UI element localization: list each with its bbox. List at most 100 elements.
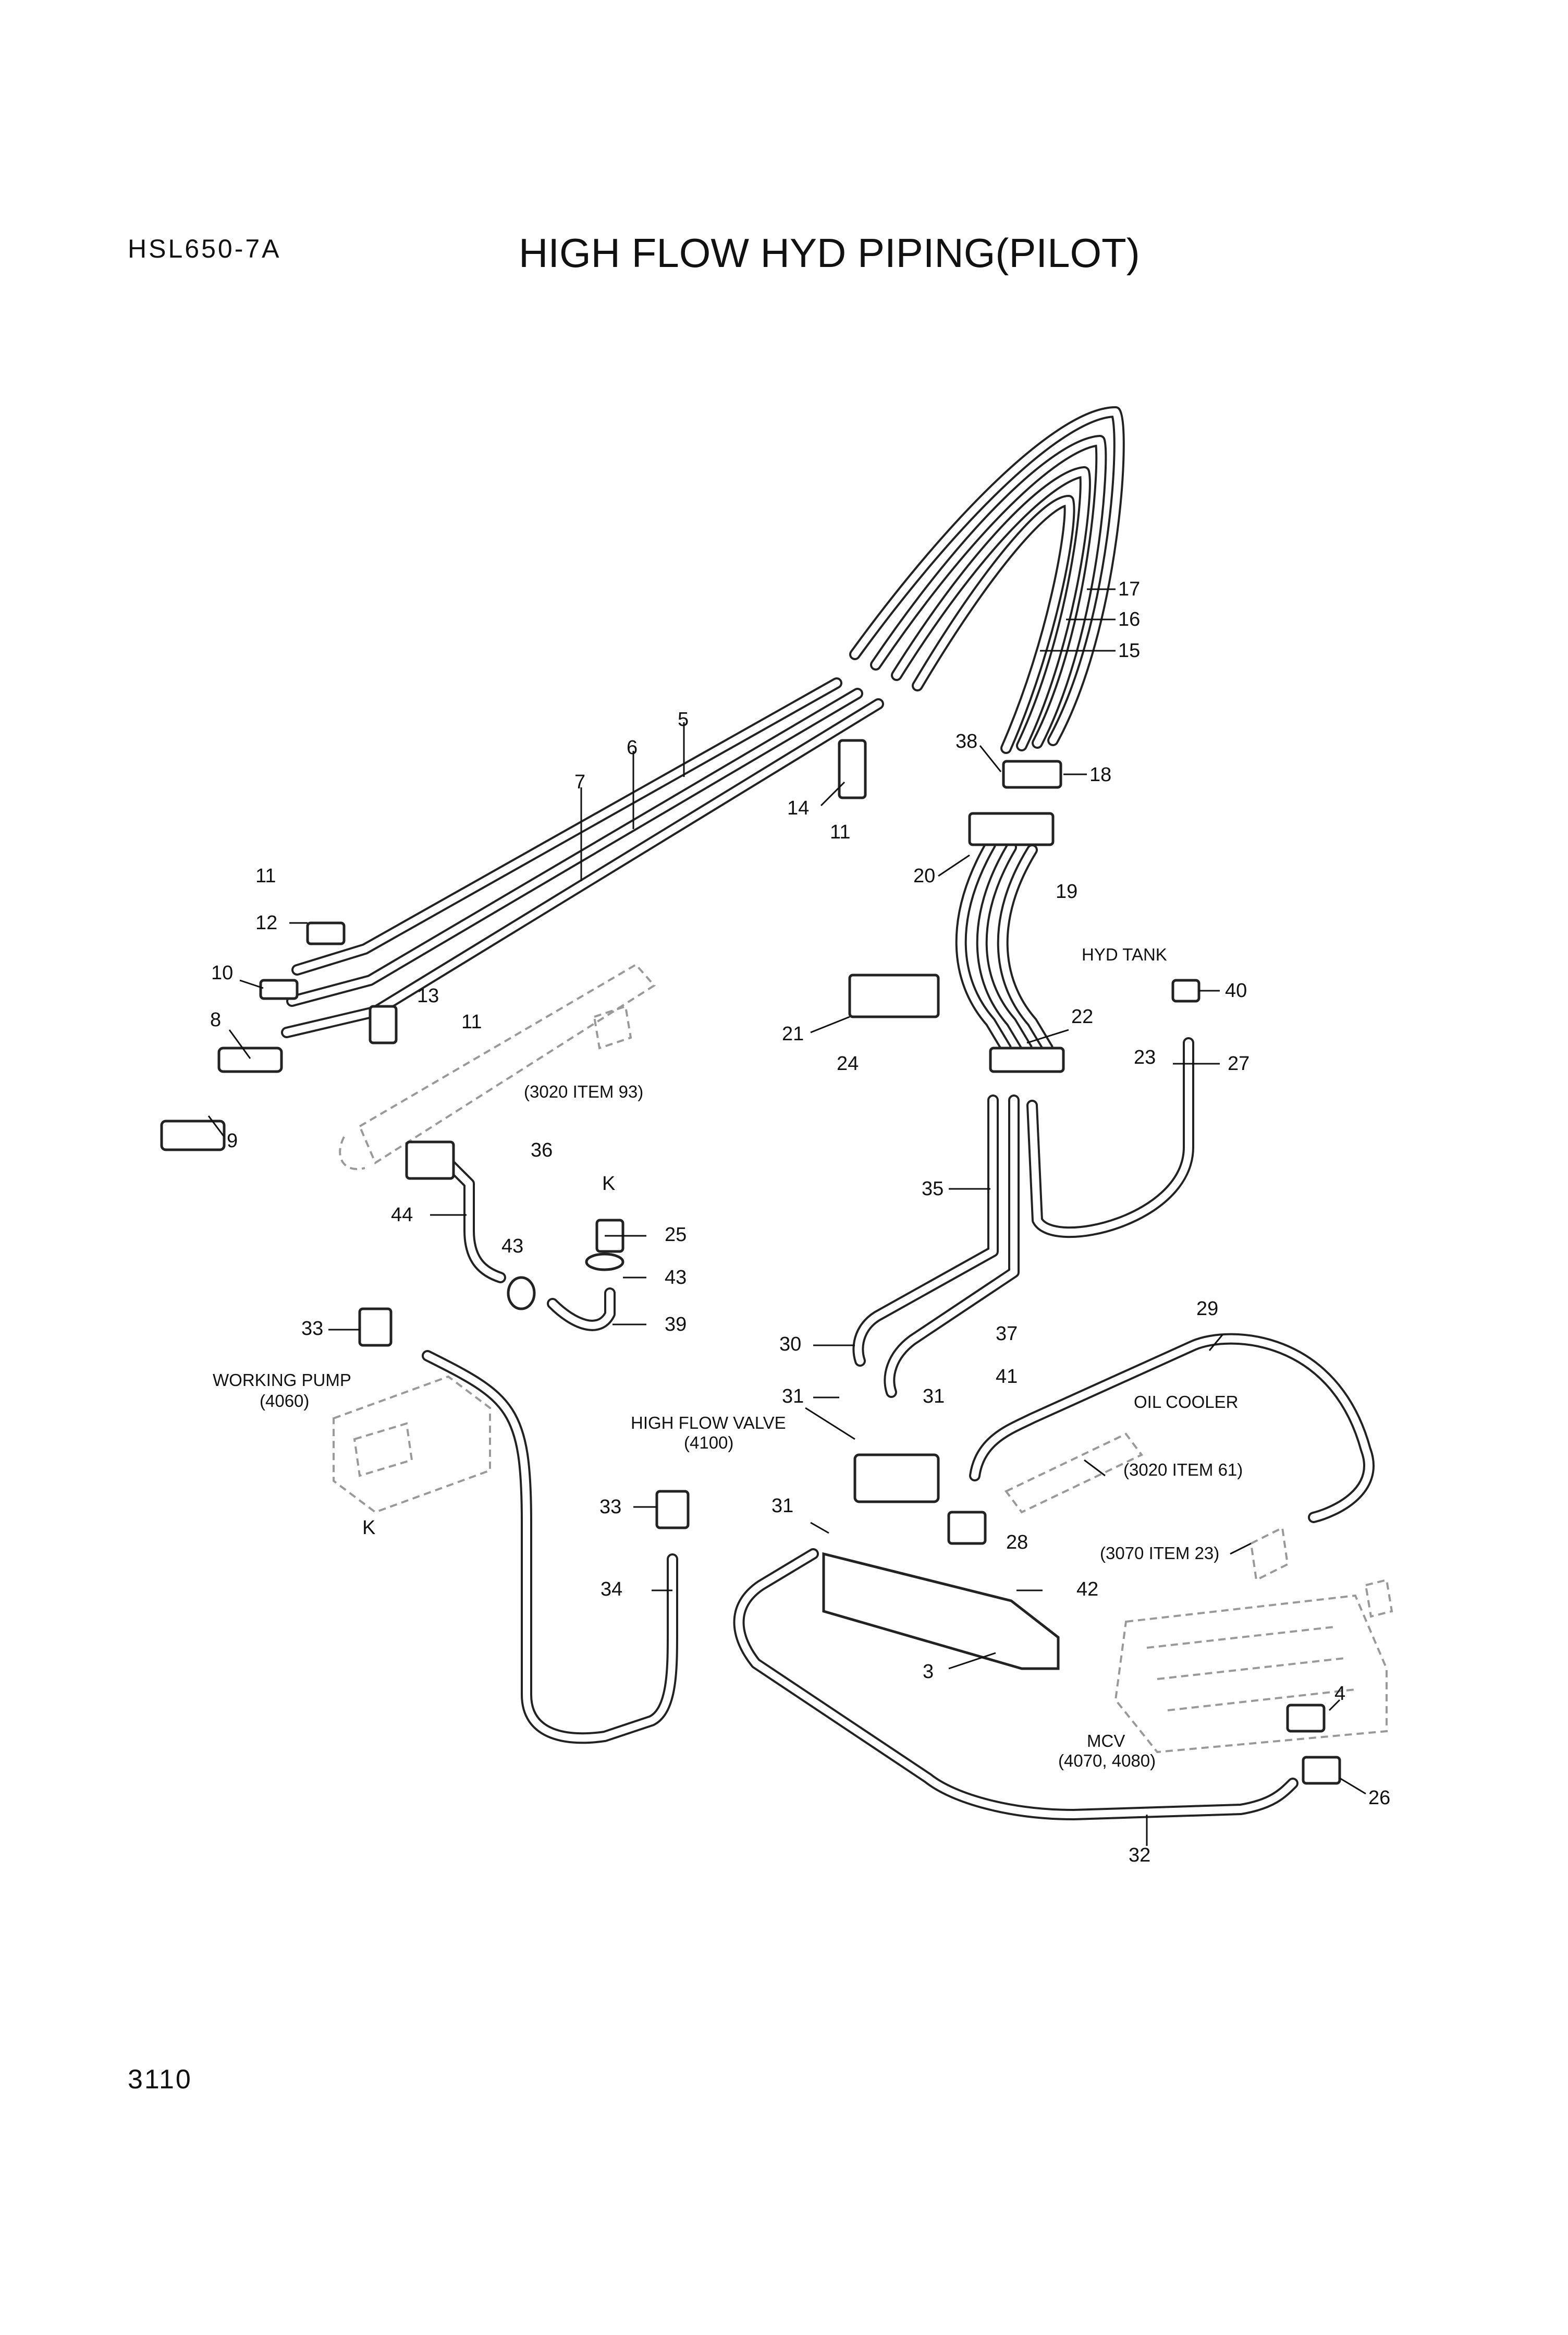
callout-38: 38 [956, 731, 977, 752]
callout-34: 34 [601, 1578, 622, 1600]
hoses-27-35 [852, 1037, 1194, 1398]
flange-44 [405, 1140, 455, 1180]
callout-8: 8 [210, 1009, 221, 1031]
fitting-4 [1286, 1704, 1326, 1733]
callout-31-lower: 31 [771, 1495, 793, 1517]
page-title: HIGH FLOW HYD PIPING(PILOT) [519, 230, 1140, 276]
callout-10: 10 [211, 962, 233, 984]
pilot-block-20 [968, 812, 1055, 846]
callout-K-lower: K [362, 1517, 375, 1539]
callout-23: 23 [1134, 1047, 1156, 1068]
callout-numbers: 17 16 15 5 6 7 38 18 14 11 11 12 20 19 1… [210, 578, 1390, 1866]
callout-21: 21 [782, 1023, 804, 1045]
callout-28: 28 [1006, 1531, 1028, 1553]
label-working-pump-code: (4060) [260, 1391, 309, 1410]
label-mcv: MCV [1087, 1731, 1125, 1750]
callout-43-right: 43 [665, 1267, 687, 1288]
callout-22: 22 [1071, 1006, 1093, 1028]
bracket-21 [848, 974, 940, 1018]
callout-30: 30 [779, 1333, 801, 1355]
callout-19: 19 [1056, 881, 1077, 903]
label-3020-item-93: (3020 ITEM 93) [524, 1082, 643, 1101]
pilot-lines-20 [955, 839, 1054, 1054]
clamp-13 [369, 1005, 398, 1044]
block-22 [989, 1047, 1065, 1073]
clamp-14 [838, 739, 867, 799]
callout-36: 36 [531, 1139, 553, 1161]
model-code: HSL650-7A [128, 234, 281, 263]
callout-7: 7 [574, 771, 585, 793]
callout-11-upper: 11 [830, 821, 850, 843]
hose-29 [969, 1333, 1375, 1523]
label-3070-item-23: (3070 ITEM 23) [1100, 1543, 1219, 1563]
hose-34 [422, 1350, 678, 1744]
callout-14: 14 [787, 797, 809, 819]
adapter-8 [217, 1047, 283, 1073]
hose-bundle-15-16-17 [849, 406, 1125, 754]
callout-40: 40 [1225, 980, 1247, 1002]
high-flow-valve [853, 1453, 940, 1503]
callout-42: 42 [1076, 1578, 1098, 1600]
label-mcv-code: (4070, 4080) [1058, 1751, 1156, 1770]
callout-20: 20 [913, 865, 935, 887]
callout-6: 6 [627, 737, 638, 759]
callout-24: 24 [837, 1053, 859, 1075]
plate-3 [822, 1552, 1060, 1670]
callout-9: 9 [227, 1130, 238, 1152]
callout-41: 41 [996, 1366, 1018, 1388]
connectors-38-18 [1002, 760, 1062, 789]
callout-K-upper: K [602, 1173, 615, 1195]
callout-3: 3 [923, 1661, 934, 1683]
label-3020-item-61: (3020 ITEM 61) [1123, 1460, 1243, 1479]
hose-32 [733, 1548, 1298, 1820]
callout-12: 12 [255, 912, 277, 934]
callout-33-valve: 33 [599, 1496, 621, 1518]
leader-lines [207, 588, 1366, 1846]
clamp-43b [507, 1276, 536, 1310]
callout-43-left: 43 [501, 1235, 523, 1257]
callout-26: 26 [1368, 1787, 1390, 1809]
callout-31-right: 31 [923, 1385, 945, 1407]
callout-5: 5 [678, 709, 689, 731]
clamp-12 [306, 921, 346, 945]
callout-16: 16 [1118, 609, 1140, 630]
callout-29: 29 [1196, 1298, 1218, 1320]
callout-11-left: 11 [255, 865, 276, 887]
parts [160, 739, 1341, 1785]
label-high-flow-valve-code: (4100) [684, 1433, 733, 1452]
callout-31-left: 31 [782, 1385, 804, 1407]
callout-25: 25 [665, 1224, 687, 1246]
label-oil-cooler: OIL COOLER [1134, 1392, 1239, 1412]
callout-35: 35 [922, 1178, 944, 1200]
elbow-40 [1171, 979, 1200, 1003]
tubes-5-6-7 [281, 677, 884, 1038]
coupler-9 [160, 1120, 226, 1151]
nipple-10 [259, 979, 299, 1000]
page-number: 3110 [128, 2064, 192, 2095]
tee-28 [947, 1511, 987, 1545]
callout-11-lower: 11 [461, 1011, 482, 1033]
callout-27: 27 [1228, 1053, 1250, 1075]
callout-15: 15 [1118, 640, 1140, 662]
callout-33-pump: 33 [301, 1318, 323, 1340]
callout-37: 37 [996, 1323, 1018, 1345]
elbow-33b [655, 1490, 690, 1529]
callout-17: 17 [1118, 578, 1140, 600]
elbow-26 [1302, 1756, 1341, 1785]
callout-39: 39 [665, 1314, 687, 1335]
label-high-flow-valve: HIGH FLOW VALVE [631, 1413, 786, 1432]
callout-4: 4 [1334, 1683, 1345, 1705]
tube-44-hose-39 [432, 1147, 616, 1331]
label-working-pump: WORKING PUMP [213, 1370, 351, 1390]
label-hyd-tank: HYD TANK [1082, 945, 1167, 964]
callout-13: 13 [417, 985, 439, 1007]
callout-18: 18 [1089, 764, 1111, 786]
callout-44: 44 [391, 1204, 413, 1226]
callout-32: 32 [1129, 1844, 1150, 1866]
elbow-33a [358, 1307, 393, 1347]
clamp-43 [585, 1252, 624, 1271]
ghost-components [333, 963, 1393, 1754]
reference-labels: HYD TANK (3020 ITEM 93) WORKING PUMP (40… [213, 945, 1243, 1770]
